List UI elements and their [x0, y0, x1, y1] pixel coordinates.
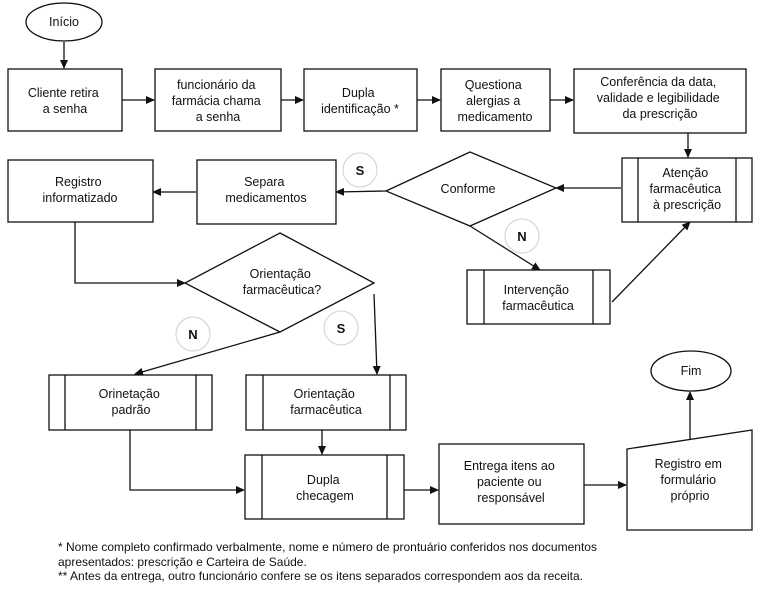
- questiona-label: Questiona alergias a medicamento: [457, 78, 532, 124]
- registro-formulario-label: Registro em formulário próprio: [655, 457, 726, 503]
- box-funcionario: [154, 68, 282, 132]
- fim-label: Fim: [681, 364, 702, 378]
- label-circle-n2: [175, 316, 211, 352]
- box-dupla-identificacao: [303, 68, 418, 132]
- footnote-1-line-1: * Nome completo confirmado verbalmente, …: [58, 540, 597, 554]
- dupla-identificacao-label: Dupla identificação *: [321, 86, 399, 116]
- conferencia-label: Conferência da data, validade e legibili…: [597, 75, 724, 121]
- arrow-padrao-checagem: [129, 430, 245, 494]
- conforme-label: Conforme: [441, 182, 496, 196]
- subprocess-orinetacao-padrao: [48, 374, 213, 431]
- arrow-registro-orientacao: [74, 222, 186, 287]
- arrow-intervencao-atencao: [611, 221, 691, 303]
- subprocess-atencao: [621, 157, 753, 223]
- box-conferencia: [573, 68, 747, 134]
- orinetacao-padrao-label: Orinetação padrão: [99, 387, 164, 417]
- box-separa: [196, 159, 337, 225]
- branch-s2-label: S: [337, 321, 346, 336]
- label-circle-s2: [323, 310, 359, 346]
- arrow-conforme-intervencao: [469, 225, 541, 271]
- dupla-checagem-label: Dupla checagem: [296, 473, 354, 503]
- intervencao-label: Intervenção farmacêutica: [502, 283, 574, 313]
- funcionario-label: funcionário da farmácia chama a senha: [172, 78, 264, 124]
- footnote-2: ** Antes da entrega, outro funcionário c…: [58, 569, 583, 583]
- arrow-conforme-separa: [335, 187, 387, 196]
- entrega-label: Entrega itens ao paciente ou responsável: [464, 459, 559, 505]
- label-circle-s1: [342, 152, 378, 188]
- subprocess-intervencao: [466, 269, 611, 325]
- box-questiona: [440, 68, 551, 132]
- subprocess-orientacao-farmaceutica: [245, 374, 407, 431]
- cliente-label: Cliente retira a senha: [28, 86, 102, 116]
- branch-s1-label: S: [356, 163, 365, 178]
- box-registro-informatizado: [7, 159, 154, 223]
- registro-informatizado-label: Registro informatizado: [42, 175, 117, 205]
- branch-n2-label: N: [188, 327, 197, 342]
- atencao-label: Atenção farmacêutica à prescrição: [649, 166, 724, 212]
- decision-orientacao: [183, 232, 376, 333]
- footnote-1-line-2: apresentados: prescrição e Carteira de S…: [58, 554, 307, 569]
- decision-conforme: [384, 151, 558, 227]
- start-terminal: [25, 2, 103, 42]
- box-entrega: [438, 443, 585, 525]
- branch-n1-label: N: [517, 229, 526, 244]
- arrow-orientacao-farmaceutica: [372, 293, 381, 375]
- flowchart: Início Cliente retira a senha funcionári…: [7, 2, 753, 531]
- footnotes: * Nome completo confirmado verbalmente, …: [58, 540, 758, 584]
- box-cliente: [7, 68, 123, 132]
- inicio-label: Início: [49, 15, 79, 29]
- arrow-orientacao-padrao: [134, 331, 281, 376]
- orientacao-farmaceutica-label: Orientação farmacêutica: [290, 387, 362, 417]
- orientacao-question-label: Orientação farmacêutica?: [243, 267, 322, 297]
- label-circle-n1: [504, 218, 540, 254]
- end-terminal: [650, 350, 732, 392]
- connectors: [60, 42, 694, 494]
- separa-label: Separa medicamentos: [225, 175, 306, 205]
- manual-input-registro: [626, 429, 753, 531]
- subprocess-dupla-checagem: [244, 454, 405, 520]
